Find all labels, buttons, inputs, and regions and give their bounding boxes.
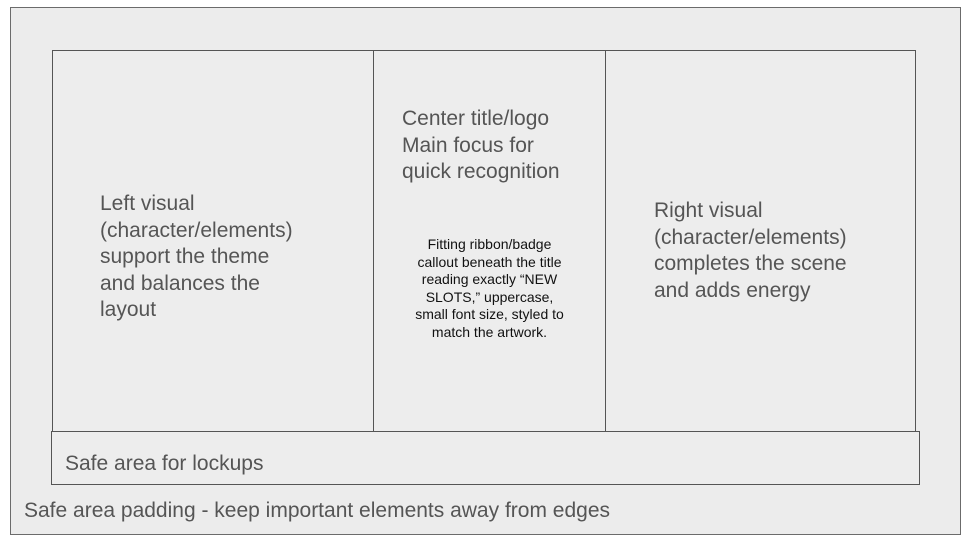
right-panel-label: Right visual (character/elements) comple… [654, 199, 847, 302]
left-visual-panel [52, 50, 375, 432]
center-panel-label: Center title/logo Main focus for quick r… [402, 107, 560, 183]
ribbon-callout-note: Fitting ribbon/badge callout beneath the… [415, 236, 564, 340]
right-visual-panel [605, 50, 916, 432]
padding-note-label: Safe area padding - keep important eleme… [24, 499, 611, 522]
lockup-safe-area [51, 431, 920, 485]
lockup-area-label: Safe area for lockups [65, 452, 264, 475]
left-panel-label: Left visual (character/elements) support… [100, 192, 293, 321]
